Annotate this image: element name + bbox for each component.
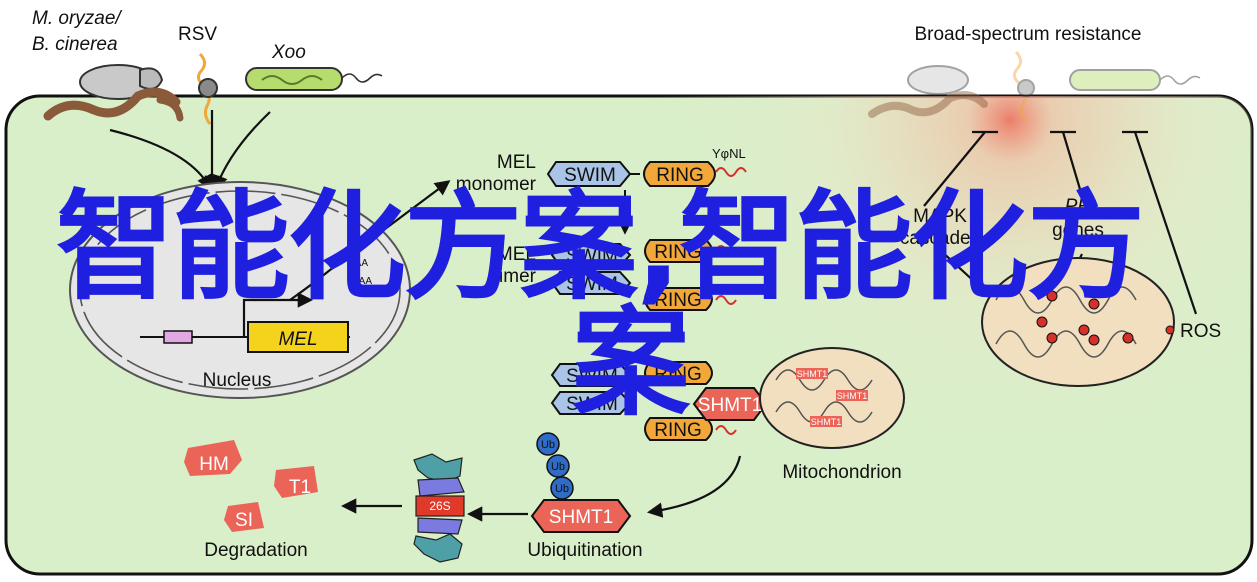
resistance-title: Broad-spectrum resistance [914,24,1141,45]
ring-label: RING [656,165,704,186]
bacteria-icon [245,67,383,91]
mel-dimer-label-1: MEL [497,244,536,265]
ypnl-motif: YφNL [712,146,746,161]
mitochondrion: SHMT1 SHMT1 SHMT1 [759,347,905,449]
fungus-icon [43,64,184,122]
pr-label-1: PR [1065,196,1092,217]
ub-label-2: Ub [551,461,565,473]
ub-label-1: Ub [541,439,555,451]
svg-text:SHMT1: SHMT1 [698,395,762,416]
svg-text:RING: RING [654,242,702,263]
svg-text:SHMT1: SHMT1 [797,369,828,379]
ubiquitination-label: Ubiquitination [527,540,642,561]
virus-label: RSV [178,24,217,45]
svg-text:SWIM: SWIM [566,394,618,415]
mel-monomer-label-1: MEL [497,152,536,173]
mel-monomer: SWIM RING [546,161,747,187]
aaa-label-1: AAA [348,258,368,269]
mel-dimer: SWIM RING SWIM RING [550,239,737,311]
virus-icon [197,52,218,125]
svg-text:SWIM: SWIM [566,274,618,295]
bacteria-label: Xoo [271,42,306,63]
ubiquitination-group: Ub Ub Ub SHMT1 [530,432,632,533]
nucleus-label: Nucleus [203,370,272,391]
swim-domain [546,161,632,187]
nucleus [69,180,451,399]
resistance-pathogens [868,50,1201,123]
mel-gene [247,321,349,353]
mel-gene-label: MEL [278,329,317,350]
degradation-fragments: HM T1 SI [184,440,318,532]
svg-text:SWIM: SWIM [566,366,618,387]
fragment-3: SI [235,510,253,531]
mel-monomer-label-2: monomer [456,174,537,195]
mel-shmt1-complex: SWIM SWIM RING RING SHMT1 [550,361,768,441]
svg-text:RING: RING [654,420,702,441]
fungi-label-2: B. cinerea [32,34,118,55]
swim-label: SWIM [564,165,616,186]
fragment-2: T1 [289,477,311,498]
svg-text:RING: RING [654,290,702,311]
ring-domain [643,161,716,187]
svg-text:RING: RING [654,364,702,385]
shmt1-protein [692,387,768,421]
svg-text:SHMT1: SHMT1 [837,391,868,401]
mapk-label-2: cascades [900,228,980,249]
svg-text:SHMT1: SHMT1 [811,417,842,427]
mitochondrion-label: Mitochondrion [782,462,901,483]
fungi-label-1: M. oryzae/ [32,8,122,29]
mel-dimer-label-2: dimer [488,266,536,287]
proteasome-26s: 26S [413,453,465,563]
fragment-1: HM [199,454,229,475]
pathogen-arrows [109,110,271,192]
proteasome-label: 26S [429,499,450,513]
mapk-label-1: MAPK [913,206,967,227]
pr-label-2: genes [1052,220,1104,241]
svg-text:SHMT1: SHMT1 [549,507,613,528]
degradation-label: Degradation [204,540,308,561]
mitochondrion-right [981,257,1175,387]
svg-text:SWIM: SWIM [566,246,618,267]
aaa-label-2: AAA [352,276,372,287]
ros-dot [1165,325,1175,335]
ros-label: ROS [1180,321,1221,342]
ub-label-3: Ub [555,483,569,495]
